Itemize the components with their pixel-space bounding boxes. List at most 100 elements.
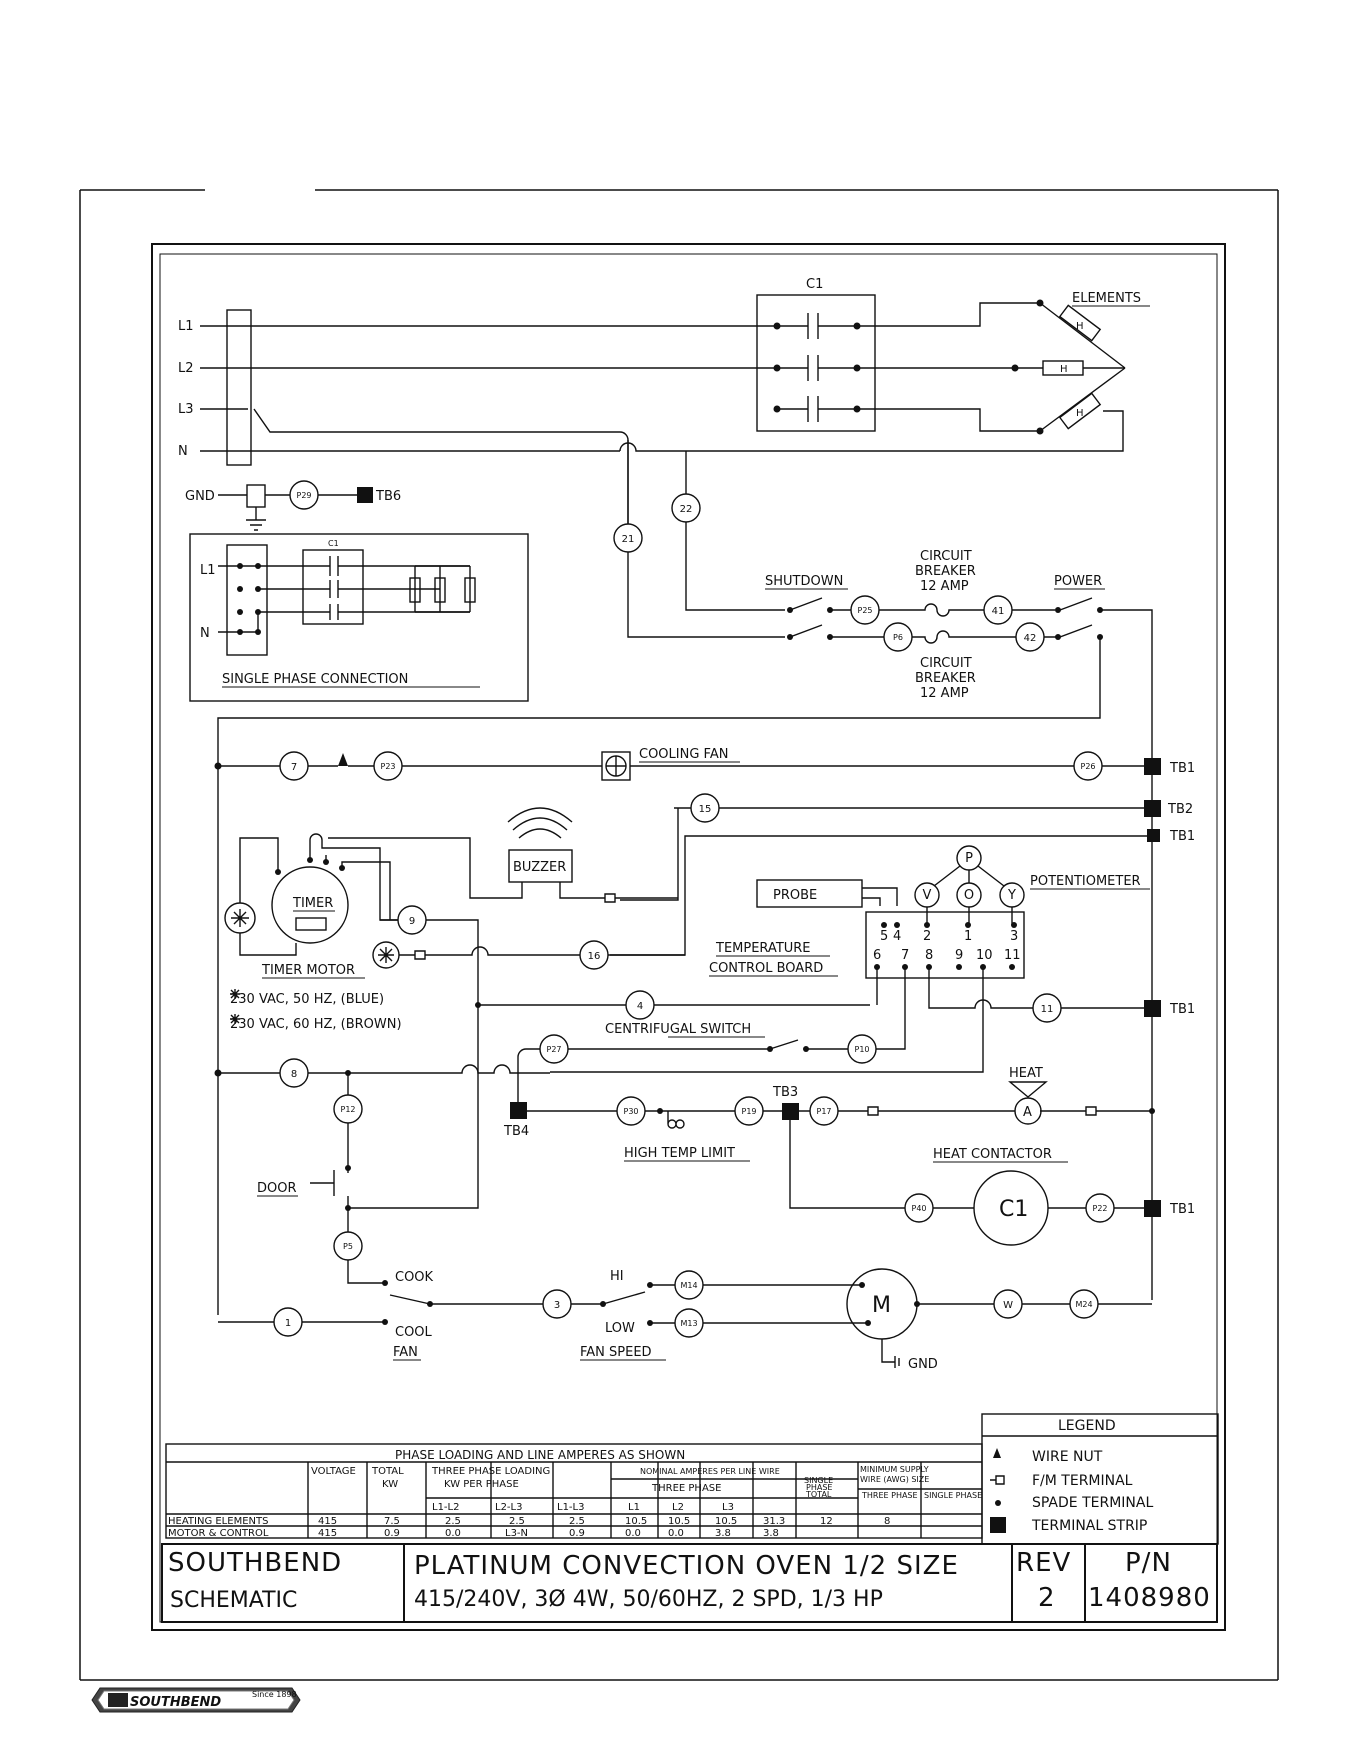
svg-text:CIRCUIT: CIRCUIT: [920, 656, 972, 671]
svg-text:0.0: 0.0: [445, 1528, 461, 1539]
svg-text:41: 41: [992, 606, 1005, 617]
svg-text:2: 2: [923, 929, 931, 944]
line-l3-label: L3: [178, 402, 194, 417]
high-temp-label: HIGH TEMP LIMIT: [624, 1146, 735, 1161]
svg-text:7: 7: [291, 762, 297, 773]
svg-text:3.8: 3.8: [715, 1528, 731, 1539]
southbend-logo: SOUTHBEND Since 1898: [91, 1687, 301, 1713]
element-h-1: H: [1076, 321, 1084, 332]
svg-text:PHASE: PHASE: [806, 1483, 832, 1492]
control-section: 21 22 SHUTDOWN P25 P6 41 42 CIRCUIT BREA…: [214, 440, 1195, 1372]
svg-text:P23: P23: [380, 762, 395, 771]
node-m13: M13: [674, 1308, 704, 1338]
tb6-label: TB6: [375, 489, 401, 504]
svg-text:16: 16: [588, 951, 601, 962]
svg-text:C1: C1: [328, 539, 339, 548]
svg-text:THREE PHASE: THREE PHASE: [651, 1483, 721, 1494]
node-9: 9: [397, 905, 427, 935]
svg-text:TEMPERATURE: TEMPERATURE: [715, 941, 811, 956]
svg-text:P40: P40: [911, 1204, 926, 1213]
svg-text:9: 9: [409, 916, 415, 927]
node-11: 11: [1032, 993, 1062, 1023]
svg-text:WIRE (AWG) SIZE: WIRE (AWG) SIZE: [860, 1475, 929, 1484]
node-p29: P29: [289, 480, 319, 510]
svg-text:L1-L2: L1-L2: [432, 1502, 459, 1513]
svg-text:TOTAL: TOTAL: [805, 1490, 832, 1499]
potentiometer-label: POTENTIOMETER: [1030, 874, 1141, 889]
node-o: O: [956, 882, 982, 908]
svg-text:10.5: 10.5: [668, 1516, 690, 1527]
svg-text:15: 15: [699, 804, 712, 815]
element-h-2: H: [1060, 364, 1068, 375]
svg-text:CONTROL BOARD: CONTROL BOARD: [709, 961, 823, 976]
svg-text:L3: L3: [722, 1502, 734, 1513]
svg-text:12 AMP: 12 AMP: [920, 686, 969, 701]
svg-text:TB1: TB1: [1169, 1202, 1195, 1217]
svg-text:12 AMP: 12 AMP: [920, 579, 969, 594]
svg-text:NOMINAL AMPERES PER LINE WIRE: NOMINAL AMPERES PER LINE WIRE: [640, 1467, 780, 1476]
svg-text:M13: M13: [680, 1319, 697, 1328]
svg-text:8: 8: [884, 1516, 890, 1527]
line-l2-label: L2: [178, 361, 194, 376]
svg-text:22: 22: [680, 504, 693, 515]
node-p26: P26: [1073, 751, 1103, 781]
svg-text:230 VAC, 50 HZ, (BLUE): 230 VAC, 50 HZ, (BLUE): [230, 992, 384, 1007]
node-21: 21: [613, 523, 643, 553]
svg-text:V: V: [923, 888, 932, 903]
node-p40: P40: [904, 1193, 934, 1223]
power-label: POWER: [1054, 574, 1102, 589]
node-16: 16: [579, 940, 609, 970]
svg-text:L1: L1: [628, 1502, 640, 1513]
node-p30: P30: [616, 1096, 646, 1126]
node-42: 42: [1015, 622, 1045, 652]
motor-m: M: [872, 1293, 891, 1318]
svg-text:TB1: TB1: [1169, 829, 1195, 844]
svg-text:L2: L2: [672, 1502, 684, 1513]
elements-label: ELEMENTS: [1072, 291, 1141, 306]
svg-text:P10: P10: [854, 1045, 869, 1054]
svg-text:P27: P27: [546, 1045, 561, 1054]
table-title: PHASE LOADING AND LINE AMPERES AS SHOWN: [395, 1448, 685, 1462]
centrifugal-label: CENTRIFUGAL SWITCH: [605, 1022, 751, 1037]
svg-text:TERMINAL STRIP: TERMINAL STRIP: [1031, 1518, 1147, 1534]
svg-text:P30: P30: [623, 1107, 638, 1116]
buzzer-label: BUZZER: [513, 860, 566, 875]
svg-text:230 VAC, 60 HZ, (BROWN): 230 VAC, 60 HZ, (BROWN): [230, 1017, 402, 1032]
node-22: 22: [671, 493, 701, 523]
svg-text:SOUTHBEND: SOUTHBEND: [130, 1695, 221, 1710]
element-h-3: H: [1076, 408, 1084, 419]
svg-text:415: 415: [318, 1528, 337, 1539]
svg-text:M14: M14: [680, 1281, 697, 1290]
node-p17: P17: [809, 1096, 839, 1126]
node-m24: M24: [1069, 1289, 1099, 1319]
svg-text:TB1: TB1: [1169, 1002, 1195, 1017]
node-8: 8: [279, 1058, 309, 1088]
svg-text:42: 42: [1024, 633, 1037, 644]
svg-text:P26: P26: [1080, 762, 1095, 771]
svg-text:Y: Y: [1007, 888, 1016, 903]
svg-text:KW: KW: [382, 1479, 398, 1490]
svg-text:TB4: TB4: [503, 1124, 529, 1139]
svg-text:P22: P22: [1092, 1204, 1107, 1213]
pn-label: P/N: [1125, 1548, 1172, 1578]
svg-text:4: 4: [893, 929, 901, 944]
node-3: 3: [542, 1289, 572, 1319]
gnd-label: GND: [185, 489, 215, 504]
svg-text:TOTAL: TOTAL: [371, 1466, 404, 1477]
svg-text:MINIMUM SUPPLY: MINIMUM SUPPLY: [860, 1465, 929, 1474]
node-p12: P12: [333, 1094, 363, 1124]
svg-text:CIRCUIT: CIRCUIT: [920, 549, 972, 564]
svg-text:8: 8: [925, 948, 933, 963]
svg-text:L2-L3: L2-L3: [495, 1502, 522, 1513]
probe-label: PROBE: [773, 888, 817, 903]
svg-text:0.9: 0.9: [384, 1528, 400, 1539]
node-p6: P6: [883, 622, 913, 652]
doc-type: SCHEMATIC: [170, 1588, 297, 1613]
svg-text:9: 9: [955, 948, 963, 963]
svg-text:0.9: 0.9: [569, 1528, 585, 1539]
svg-text:P29: P29: [296, 491, 311, 500]
cooling-fan-label: COOLING FAN: [639, 747, 728, 762]
brand-name: SOUTHBEND: [168, 1548, 342, 1578]
coil-c1: C1: [999, 1197, 1028, 1222]
